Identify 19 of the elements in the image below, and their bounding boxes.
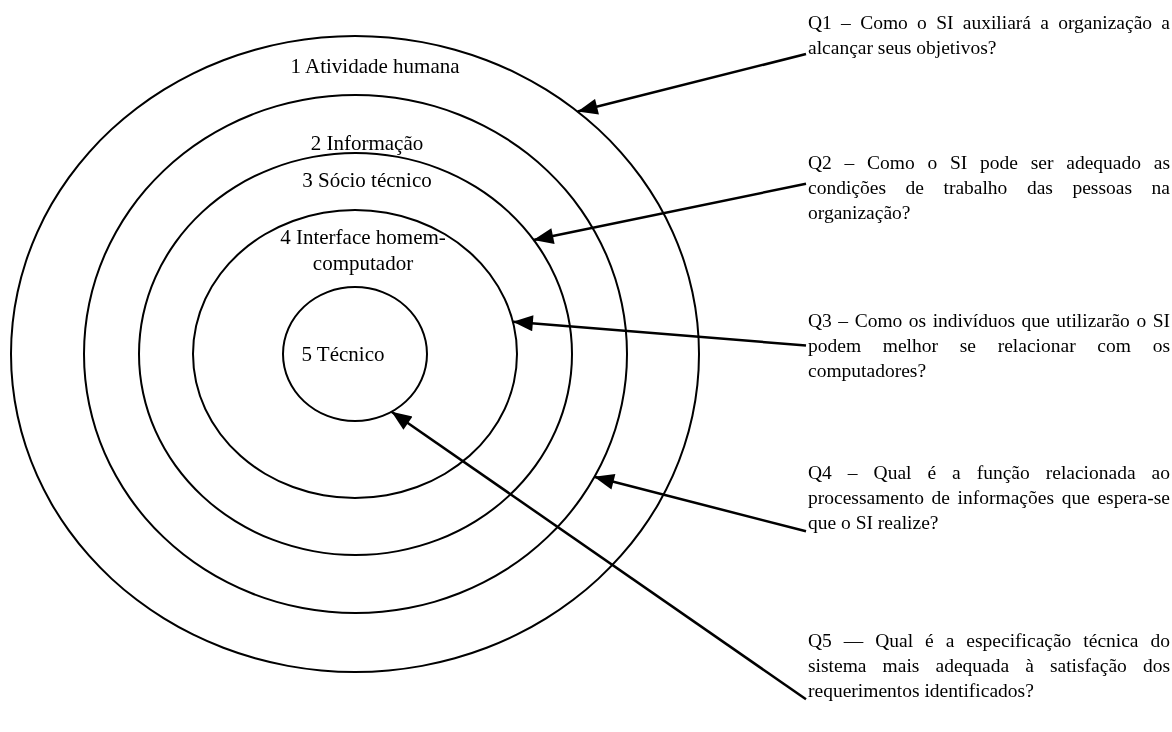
question-text: Q2 – Como o SI pode ser adequado as condições de trabalho das pessoas na organização?: [808, 150, 1170, 225]
ellipse-ring: [282, 286, 428, 422]
ring-label: 1 Atividade humana: [289, 53, 461, 79]
question-text: Q5 — Qual é a especificação técnica do sistema mais adequada à satisfação dos requerimentos identificados?: [808, 628, 1170, 703]
ring-label: 5 Técnico: [300, 341, 386, 367]
ellipse-ring: [82, 94, 628, 614]
question-text: Q4 – Qual é a função relacionada ao processamento de informações que espera-se que o SI realize?: [808, 460, 1170, 535]
arrow: [533, 182, 807, 244]
question-text: Q1 – Como o SI auxiliará a organização a alcançar seus objetivos?: [808, 10, 1170, 60]
ellipse-ring: [10, 35, 700, 673]
ellipse-ring: [192, 209, 518, 499]
arrow: [512, 315, 807, 347]
ring-label: 3 Sócio técnico: [301, 167, 433, 193]
arrow: [577, 52, 807, 115]
question-text: Q3 – Como os indivíduos que utilizarão o SI podem melhor se relacionar com os computadores?: [808, 308, 1170, 383]
ring-label: 2 Informação: [309, 130, 425, 156]
ring-label: 4 Interface homem-computador: [279, 224, 447, 276]
arrow: [390, 410, 807, 701]
arrow: [593, 474, 807, 533]
